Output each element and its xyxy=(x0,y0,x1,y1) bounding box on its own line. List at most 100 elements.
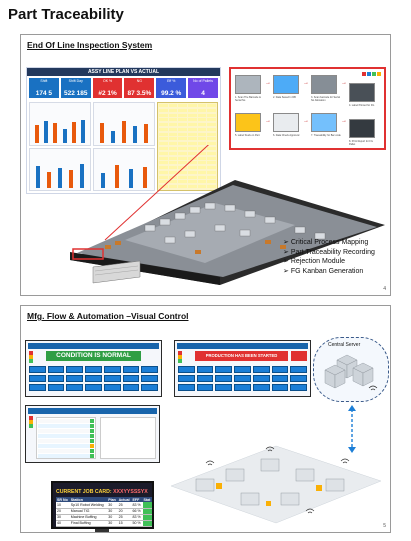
column-header: Actual xyxy=(117,497,132,502)
table-cell xyxy=(178,151,187,155)
server-label: Central Server xyxy=(328,342,361,348)
station-tile xyxy=(103,375,121,382)
table-cell: 66 % xyxy=(131,508,143,515)
process-step-photo xyxy=(311,75,337,94)
arrow-right-icon: → xyxy=(265,118,271,124)
table-cell xyxy=(159,161,168,165)
table-cell: 50 % xyxy=(131,520,143,527)
table-cell xyxy=(188,170,197,174)
table-cell xyxy=(159,151,168,155)
table-cell: Final Buffing xyxy=(69,520,108,527)
station-tile xyxy=(252,375,270,382)
table-cell xyxy=(142,502,152,509)
table-cell xyxy=(197,170,207,174)
column-header: EFF xyxy=(131,497,143,502)
table-cell xyxy=(188,108,197,112)
table-cell xyxy=(178,166,187,170)
job-card-code: XXXYYSSSYX xyxy=(113,489,148,495)
andon-screen-normal: CONDITION IS NORMAL xyxy=(25,340,162,397)
status-detail xyxy=(100,417,156,459)
table-cell xyxy=(197,161,207,165)
status-row xyxy=(38,434,94,438)
table-cell xyxy=(207,175,216,179)
bar-chart xyxy=(93,102,155,146)
process-step-caption: 3. Scan barcode for Serial No Allocation xyxy=(311,96,340,102)
table-cell xyxy=(168,166,178,170)
kpi-label: Eff % xyxy=(167,79,176,83)
server-icon xyxy=(324,354,378,391)
process-step-photo xyxy=(349,83,375,102)
table-cell xyxy=(188,118,197,122)
process-step-photo xyxy=(235,113,261,132)
table-cell xyxy=(168,185,178,189)
table-cell xyxy=(159,170,168,174)
kpi-tile: OK % #2 1% xyxy=(92,78,123,98)
table-cell xyxy=(159,166,168,170)
station-tile xyxy=(85,384,102,391)
kpi-value: 174 5 xyxy=(35,90,53,97)
kpi-label: OK % xyxy=(102,79,113,83)
station-grid xyxy=(178,366,307,391)
table-cell xyxy=(168,123,178,127)
table-cell xyxy=(142,514,152,521)
andon-light-icon xyxy=(29,416,33,428)
table-cell: 30 xyxy=(56,514,70,521)
table-cell xyxy=(207,108,216,112)
table-cell xyxy=(159,123,168,127)
slide-page-number: 5 xyxy=(383,523,386,529)
table-cell xyxy=(207,118,216,122)
station-status-screen xyxy=(25,405,160,463)
table-cell xyxy=(188,185,197,189)
table-cell xyxy=(159,137,168,141)
table-cell xyxy=(197,142,207,146)
process-step-caption: 7. Traceability for Bar code xyxy=(311,134,341,137)
table-cell xyxy=(168,180,178,184)
table-cell xyxy=(178,142,187,146)
table-cell xyxy=(168,137,178,141)
table-cell xyxy=(188,175,197,179)
table-cell xyxy=(159,180,168,184)
status-row xyxy=(38,424,94,428)
table-cell xyxy=(178,127,187,131)
table-cell xyxy=(178,137,187,141)
table-cell xyxy=(197,132,207,136)
table-cell xyxy=(188,127,197,131)
table-cell xyxy=(178,104,187,107)
chart-column xyxy=(29,102,91,191)
station-tile xyxy=(29,375,46,382)
bullet-item: Part Traceability Recording xyxy=(283,248,375,258)
process-step-caption: 4. Label Printed for FG xyxy=(349,104,375,107)
arrow-right-icon: → xyxy=(265,80,271,86)
station-tile xyxy=(196,375,214,382)
station-tile xyxy=(290,375,307,382)
table-cell xyxy=(159,104,168,107)
station-tile xyxy=(66,366,84,373)
table-cell: Machine Buffing xyxy=(69,514,108,521)
process-step-caption: 1. Scan The Barcode & Serial No xyxy=(235,96,261,102)
table-cell xyxy=(197,137,207,141)
screen-header xyxy=(177,343,308,349)
screen-header xyxy=(28,343,159,349)
station-tile xyxy=(141,366,158,373)
table-cell xyxy=(142,520,152,527)
kpi-value: 4 xyxy=(201,90,205,97)
status-list xyxy=(36,417,96,459)
table-cell xyxy=(207,170,216,174)
factory-floor-illustration xyxy=(70,145,385,285)
table-cell xyxy=(159,146,168,150)
dashboard-header: ASSY LINE PLAN VS ACTUAL xyxy=(27,68,220,76)
table-cell xyxy=(188,132,197,136)
dashboard-body xyxy=(29,102,218,191)
status-row xyxy=(38,444,94,448)
table-cell xyxy=(207,180,216,184)
table-cell: 30 xyxy=(107,508,118,515)
kpi-value: #2 1% xyxy=(98,90,117,97)
status-row xyxy=(38,439,94,443)
station-tile xyxy=(234,384,251,391)
table-cell xyxy=(188,166,197,170)
table-cell: 15 xyxy=(117,520,132,527)
